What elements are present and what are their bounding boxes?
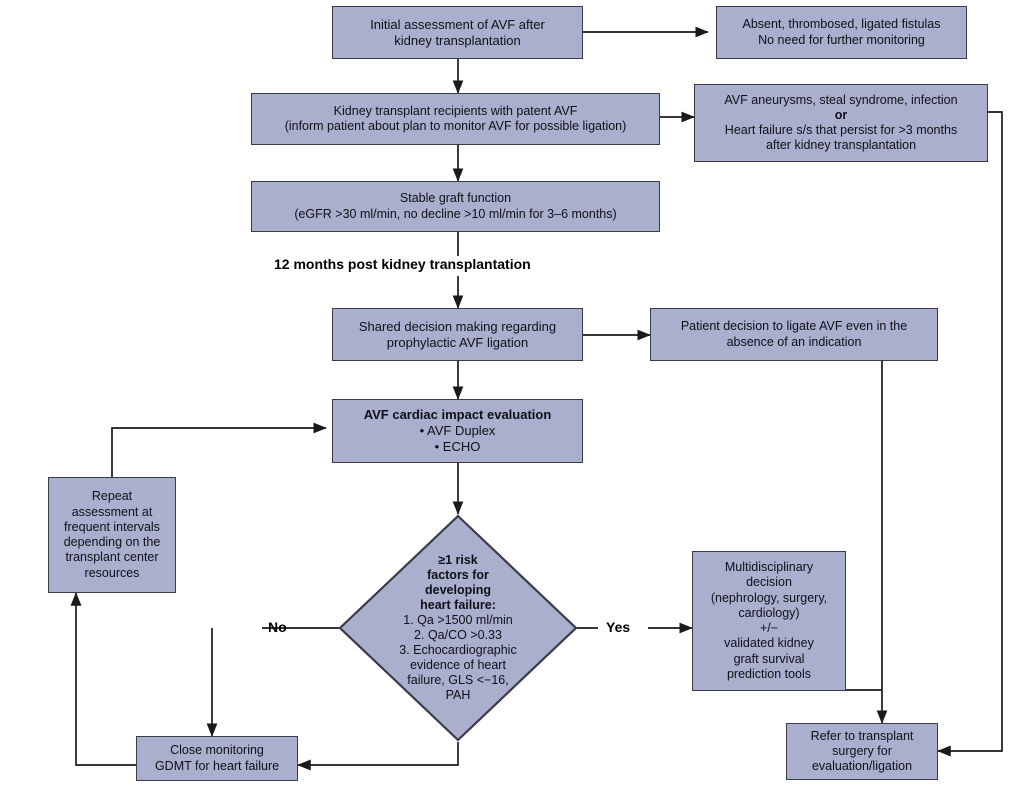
absent-fistulas-line1: Absent, thrombosed, ligated fistulas xyxy=(742,17,941,32)
risk-heading-line4: heart failure: xyxy=(420,598,496,612)
node-absent-fistulas[interactable]: Absent, thrombosed, ligated fistulas No … xyxy=(716,6,967,59)
edge-repeat-to-cardiac xyxy=(111,422,327,477)
edge-complications-to-refer xyxy=(937,111,1003,757)
edge-close-to-repeat xyxy=(70,592,136,766)
node-close-monitoring[interactable]: Close monitoring GDMT for heart failure xyxy=(136,736,298,781)
shared-decision-line1: Shared decision making regarding xyxy=(358,318,557,334)
cardiac-eval-bullet-avf-duplex: • AVF Duplex xyxy=(419,423,496,439)
diamond-shape xyxy=(338,514,578,742)
refer-surgery-line1: Refer to transplant xyxy=(810,728,914,743)
shared-decision-line2: prophylactic AVF ligation xyxy=(386,334,529,350)
stable-graft-line1: Stable graft function xyxy=(399,191,512,206)
twelve-months-text: 12 months post kidney transplantation xyxy=(274,256,531,272)
node-stable-graft[interactable]: Stable graft function (eGFR >30 ml/min, … xyxy=(251,181,660,232)
stable-graft-line2: (eGFR >30 ml/min, no decline >10 ml/min … xyxy=(294,206,617,221)
cardiac-eval-heading: AVF cardiac impact evaluation xyxy=(363,407,552,423)
multidisciplinary-line4: cardiology) xyxy=(738,605,800,620)
risk-item-3-line1: 3. Echocardiographic xyxy=(399,643,517,657)
risk-item-3-line2: evidence of heart xyxy=(410,658,506,672)
patent-avf-line2: (inform patient about plan to monitor AV… xyxy=(284,119,627,133)
complications-line2: or xyxy=(834,107,848,122)
multidisciplinary-line7: graft survival xyxy=(733,651,805,666)
decision-risk-factors[interactable]: ≥1 risk factors for developing heart fai… xyxy=(338,514,578,742)
label-branch-yes: Yes xyxy=(606,619,630,635)
close-monitoring-line2: GDMT for heart failure xyxy=(154,758,280,773)
label-branch-no: No xyxy=(268,619,287,635)
multidisciplinary-line6: validated kidney xyxy=(724,636,814,651)
node-initial-assessment[interactable]: Initial assessment of AVF after kidney t… xyxy=(332,6,583,59)
risk-item-2: 2. Qa/CO >0.33 xyxy=(414,628,502,642)
risk-item-3-line4: PAH xyxy=(445,688,471,702)
node-refer-transplant-surgery[interactable]: Refer to transplant surgery for evaluati… xyxy=(786,723,938,780)
close-monitoring-line1: Close monitoring xyxy=(170,743,264,758)
risk-heading-line3: developing xyxy=(425,583,491,597)
node-patent-avf[interactable]: Kidney transplant recipients with patent… xyxy=(251,93,660,145)
node-repeat-assessment[interactable]: Repeat assessment at frequent intervals … xyxy=(48,477,176,593)
multidisciplinary-line8: prediction tools xyxy=(726,666,812,681)
node-patient-decision[interactable]: Patient decision to ligate AVF even in t… xyxy=(650,308,938,361)
repeat-assessment-line6: resources xyxy=(84,565,140,580)
repeat-assessment-line4: depending on the xyxy=(63,535,161,549)
repeat-assessment-line1: Repeat xyxy=(91,489,133,504)
complications-line3: Heart failure s/s that persist for >3 mo… xyxy=(724,123,958,137)
label-12-months-post-transplant: 12 months post kidney transplantation xyxy=(274,256,531,272)
patient-decision-line1: Patient decision to ligate AVF even in t… xyxy=(680,319,908,334)
node-multidisciplinary-decision[interactable]: Multidisciplinary decision (nephrology, … xyxy=(692,551,846,691)
patent-avf-line1: Kidney transplant recipients with patent… xyxy=(333,103,578,118)
refer-surgery-line3: evaluation/ligation xyxy=(811,759,913,774)
node-cardiac-impact-evaluation[interactable]: AVF cardiac impact evaluation • AVF Dupl… xyxy=(332,399,583,463)
absent-fistulas-line2: No need for further monitoring xyxy=(758,32,925,47)
node-shared-decision[interactable]: Shared decision making regarding prophyl… xyxy=(332,308,583,361)
refer-surgery-line2: surgery for xyxy=(832,743,892,758)
cardiac-eval-bullet-echo: • ECHO xyxy=(434,438,481,454)
node-complications[interactable]: AVF aneurysms, steal syndrome, infection… xyxy=(694,84,988,162)
risk-item-3-line3: failure, GLS <−16, xyxy=(407,673,509,687)
risk-heading-line2: factors for xyxy=(427,568,489,582)
complications-line4: after kidney transplantation xyxy=(765,138,917,153)
multidisciplinary-line3: (nephrology, surgery, xyxy=(710,590,828,605)
multidisciplinary-line5: +/− xyxy=(759,621,779,635)
multidisciplinary-line1: Multidisciplinary xyxy=(724,560,814,574)
risk-item-1: 1. Qa >1500 ml/min xyxy=(403,613,513,627)
patient-decision-line2: absence of an indication xyxy=(726,334,862,349)
initial-assessment-line1: Initial assessment of AVF after xyxy=(370,16,545,32)
repeat-assessment-line5: transplant center xyxy=(65,550,159,565)
repeat-assessment-line3: frequent intervals xyxy=(64,519,160,534)
initial-assessment-line2: kidney transplantation xyxy=(394,32,521,48)
branch-yes-text: Yes xyxy=(606,619,631,635)
multidisciplinary-line2: decision xyxy=(746,575,792,590)
edge-diamond-bottom-to-close xyxy=(297,742,459,771)
repeat-assessment-line2: assessment at xyxy=(71,504,153,519)
branch-no-text: No xyxy=(268,619,287,635)
complications-line1: AVF aneurysms, steal syndrome, infection xyxy=(724,92,958,107)
risk-heading-line1: ≥1 risk xyxy=(438,553,478,567)
